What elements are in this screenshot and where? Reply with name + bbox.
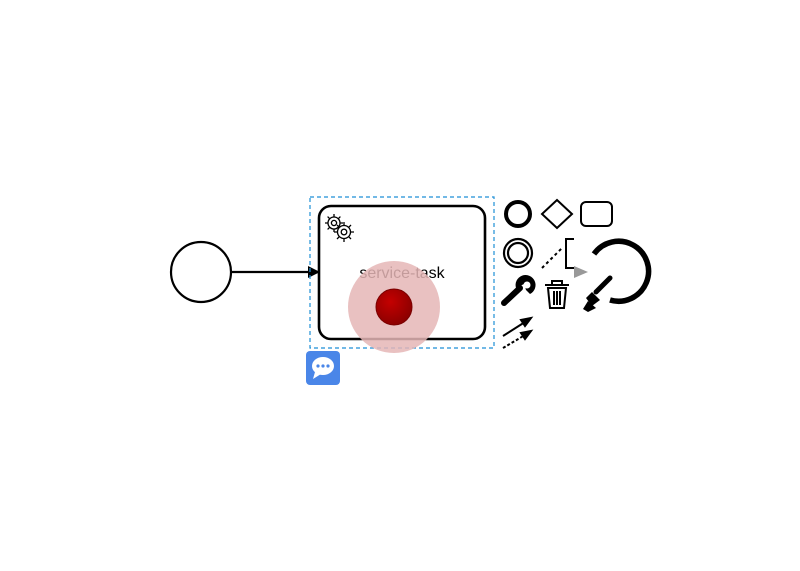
start-event[interactable]	[169, 240, 233, 304]
context-pad	[501, 198, 613, 349]
task-icon	[580, 201, 613, 227]
breakpoint-dot	[375, 288, 413, 326]
loading-indicator	[591, 238, 652, 304]
color-picker[interactable]	[583, 275, 613, 312]
change-type[interactable]	[501, 275, 536, 306]
breakpoint-marker[interactable]	[348, 261, 440, 353]
comment-button[interactable]	[306, 351, 340, 385]
outgoing-sequence-flow[interactable]	[486, 266, 588, 278]
append-end-event[interactable]	[504, 200, 532, 228]
append-intermediate-event[interactable]	[502, 237, 534, 269]
trash-icon	[545, 280, 569, 309]
intermediate-event-icon	[502, 237, 534, 269]
append-gateway[interactable]	[540, 198, 574, 230]
comment-icon	[312, 357, 334, 379]
spinner-icon	[591, 238, 652, 304]
wrench-icon	[501, 275, 536, 306]
append-text-annotation[interactable]	[541, 238, 574, 269]
paintbrush-icon	[583, 275, 613, 312]
text-annotation-icon	[541, 238, 574, 269]
append-task[interactable]	[580, 201, 613, 227]
gateway-icon	[540, 198, 574, 230]
connect[interactable]	[502, 316, 534, 349]
connect-icon	[502, 316, 534, 349]
end-event-icon	[504, 200, 532, 228]
delete[interactable]	[545, 280, 569, 309]
gear-icon	[325, 214, 354, 242]
